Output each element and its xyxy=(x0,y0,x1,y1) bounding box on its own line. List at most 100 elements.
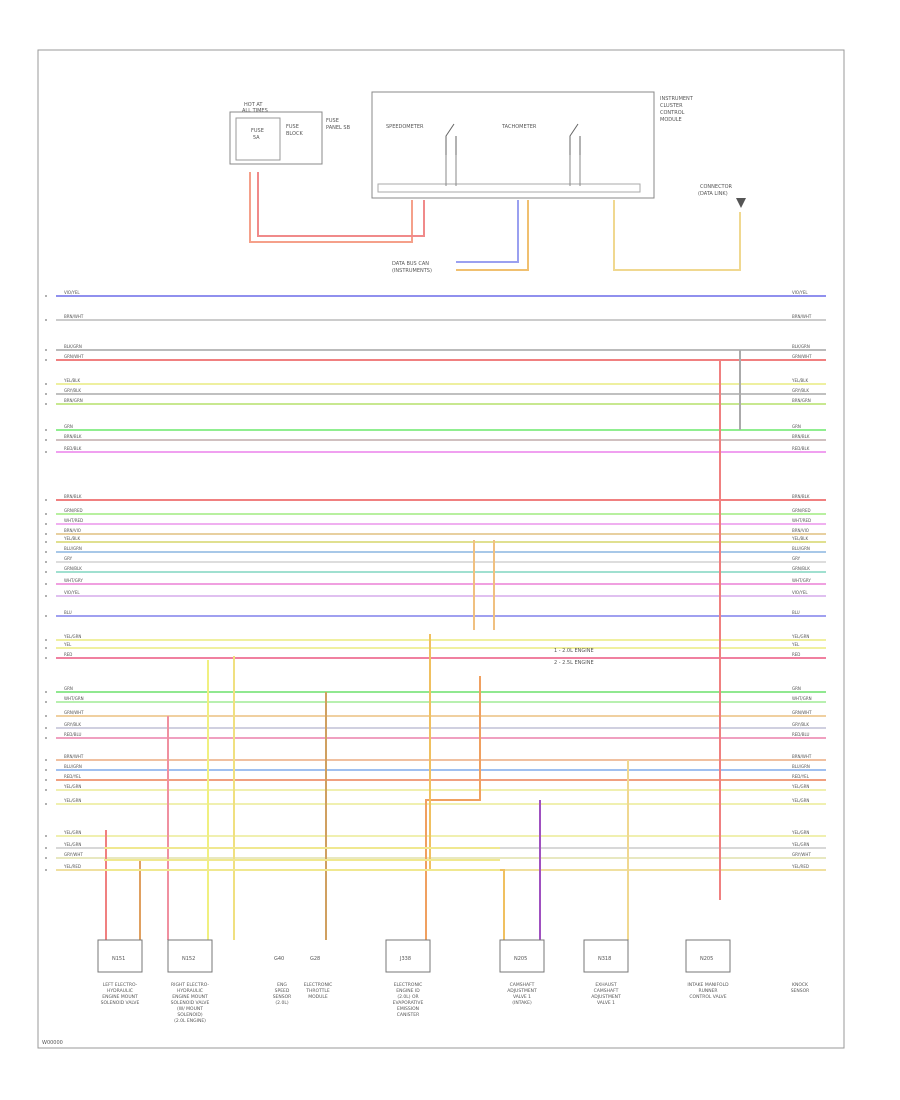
speedometer-label: SPEEDOMETER xyxy=(386,124,424,130)
wire-color-label: BRN/WHT xyxy=(792,314,812,319)
wire-color-label: WHT/GRY xyxy=(64,578,83,583)
component-label: ENG xyxy=(277,982,287,988)
wire-color-label: WHT/GRN xyxy=(64,696,84,701)
wire-color-label: BLK/GRN xyxy=(64,344,82,349)
fuse-panel-1: FUSE xyxy=(326,118,339,124)
top-right-connector: CONNECTOR (DATA LINK) xyxy=(698,184,746,208)
pin-marker xyxy=(45,595,47,597)
pin-marker xyxy=(45,639,47,641)
tachometer-label: TACHOMETER xyxy=(501,124,537,130)
wire-color-label: GRY/BLK xyxy=(792,388,809,393)
wire-color-label: GRN xyxy=(64,686,73,691)
wire-color-label: YEL/BLK xyxy=(791,536,809,541)
component-label: VALVE 1 xyxy=(597,1000,615,1006)
component-box xyxy=(685,939,731,973)
component-label: LEFT ELECTRO- xyxy=(103,982,138,988)
wire-color-label: YEL/BLK xyxy=(63,536,81,541)
component-label: RIGHT ELECTRO- xyxy=(171,982,209,988)
component-label: EMISSION xyxy=(397,1006,419,1012)
wire-color-label: VIO/YEL xyxy=(792,590,808,595)
wire-color-label: BRN/BLK xyxy=(64,494,82,499)
pin-marker xyxy=(45,647,47,649)
pin-marker xyxy=(45,615,47,617)
fuse-heading-1: HOT AT xyxy=(244,102,263,108)
fuse-label-1: FUSE xyxy=(251,128,264,134)
wire-color-label: GRN xyxy=(64,424,73,429)
cluster-side-2: CLUSTER xyxy=(660,103,683,109)
wire-color-label: BRN/WHT xyxy=(792,754,812,759)
note-2: 2 - 2.5L ENGINE xyxy=(554,660,594,666)
instrument-cluster: SPEEDOMETER TACHOMETER INSTRUMENT CLUSTE… xyxy=(371,91,694,199)
wire-color-label: GRN/WHT xyxy=(792,354,812,359)
wire-color-label: RED xyxy=(64,652,72,657)
component-label: (INTAKE) xyxy=(512,1000,532,1006)
component-label: SOLENOID VALVE xyxy=(171,1000,210,1006)
wire-color-label: YEL/GRN xyxy=(63,842,81,847)
component-label: (2.0L) OR xyxy=(397,994,418,1000)
pin-marker xyxy=(45,779,47,781)
wire-color-label: YEL/GRN xyxy=(791,842,809,847)
wire-color-label: GRN/WHT xyxy=(792,710,812,715)
pin-marker xyxy=(45,295,47,297)
wire-color-label: RED xyxy=(792,652,800,657)
wire-color-label: BRN/VIO xyxy=(64,528,81,533)
pin-marker xyxy=(45,789,47,791)
wire-color-label: YEL/RED xyxy=(63,864,81,869)
wire-color-label: BLU/GRN xyxy=(64,546,82,551)
wire-color-label: YEL/GRN xyxy=(791,634,809,639)
wire-color-label: BLU xyxy=(64,610,72,615)
component-label: MODULE xyxy=(308,994,328,1000)
wire-color-label: YEL/GRN xyxy=(791,798,809,803)
pin-marker xyxy=(45,857,47,859)
pin-marker xyxy=(45,835,47,837)
wire-color-label: VIO/YEL xyxy=(792,290,808,295)
component-code: N205 xyxy=(700,956,713,962)
wire-color-label: GRY/BLK xyxy=(64,388,81,393)
component-code: N151 xyxy=(112,956,125,962)
component-code: G28 xyxy=(310,956,320,962)
cluster-side-3: CONTROL xyxy=(660,110,685,116)
pin-marker xyxy=(45,759,47,761)
data-bus-label-2: (INSTRUMENTS) xyxy=(392,268,432,274)
wire-color-label: RED/BLU xyxy=(792,732,810,737)
pin-marker xyxy=(45,561,47,563)
component-label: ENGINE ID xyxy=(396,988,420,994)
component-label: SOLENOID) xyxy=(177,1012,202,1018)
drop-wires xyxy=(104,350,741,940)
pin-marker xyxy=(45,439,47,441)
pin-marker xyxy=(45,359,47,361)
component-label: SENSOR xyxy=(791,988,810,994)
wire-color-label: YEL/GRN xyxy=(791,784,809,789)
pin-marker xyxy=(45,551,47,553)
pin-marker xyxy=(45,869,47,871)
pin-marker xyxy=(45,319,47,321)
wire-color-label: YEL/RED xyxy=(791,864,809,869)
component-label: CONTROL VALVE xyxy=(689,994,726,1000)
component-label: HYDRAULIC xyxy=(107,988,133,994)
component-label: CAMSHAFT xyxy=(594,988,619,994)
component-label: HYDRAULIC xyxy=(177,988,203,994)
component-label: SPEED xyxy=(275,988,290,994)
data-bus-label-1: DATA BUS CAN xyxy=(392,261,429,267)
wire-color-label: RED/BLU xyxy=(64,732,82,737)
diagram-frame xyxy=(37,49,845,1049)
wire-color-label: YEL/GRN xyxy=(63,634,81,639)
pin-marker xyxy=(45,533,47,535)
component-label: THROTTLE xyxy=(305,988,330,994)
top-right-connector-1: CONNECTOR xyxy=(700,184,733,190)
wire-color-label: GRY xyxy=(64,556,73,561)
wire-color-label: YEL xyxy=(63,642,72,647)
pin-marker xyxy=(45,715,47,717)
component-label: CANISTER xyxy=(397,1012,420,1018)
cluster-side-4: MODULE xyxy=(660,117,682,123)
notes: 1 - 2.0L ENGINE 2 - 2.5L ENGINE xyxy=(554,648,594,666)
fuse-block-1: FUSE xyxy=(286,124,299,130)
component-code: G40 xyxy=(274,956,284,962)
pin-marker xyxy=(45,769,47,771)
wire-color-label: BLU xyxy=(792,610,800,615)
component-code: N152 xyxy=(182,956,195,962)
pin-marker xyxy=(45,429,47,431)
component-box xyxy=(167,939,213,973)
